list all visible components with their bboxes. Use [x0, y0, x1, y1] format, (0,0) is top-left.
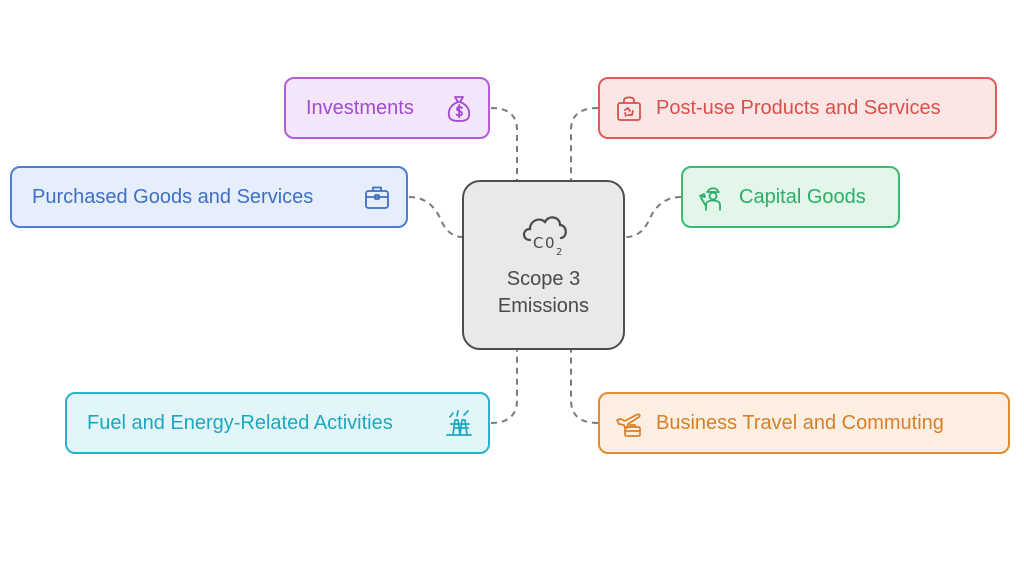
briefcase-icon — [365, 186, 389, 209]
node-purchased-goods: Purchased Goods and Services — [10, 166, 408, 228]
node-label-business-travel: Business Travel and Commuting — [656, 411, 944, 434]
node-label-capital-goods: Capital Goods — [739, 185, 866, 208]
center-title-line1: Scope 3 — [506, 268, 581, 290]
node-post-use-products: Post-use Products and Services — [598, 77, 997, 139]
recycle-bag-icon — [617, 96, 641, 121]
node-investments: Investments — [284, 77, 490, 139]
node-label-purchased-goods: Purchased Goods and Services — [32, 185, 314, 208]
svg-text:0: 0 — [545, 234, 555, 252]
connector-fuel — [490, 350, 518, 424]
node-label-post-use-products: Post-use Products and Services — [656, 96, 941, 119]
connector-capital — [625, 196, 682, 238]
power-tower-icon — [446, 410, 472, 436]
plane-suitcase-icon — [616, 413, 641, 437]
node-label-fuel-energy: Fuel and Energy-Related Activities — [87, 411, 393, 434]
node-label-investments: Investments — [306, 96, 414, 119]
center-title-line2: Emissions — [497, 295, 590, 317]
connector-travel — [570, 350, 599, 424]
worker-icon — [699, 187, 721, 211]
cloud-co2-icon: C 0 2 — [522, 216, 567, 258]
node-business-travel: Business Travel and Commuting — [598, 392, 1010, 454]
node-capital-goods: Capital Goods — [681, 166, 900, 228]
center-node: C 0 2 Scope 3 Emissions — [462, 180, 625, 350]
connector-purchased — [408, 196, 463, 238]
money-bag-icon — [447, 96, 471, 122]
node-fuel-energy: Fuel and Energy-Related Activities — [65, 392, 490, 454]
connector-investments — [490, 107, 518, 180]
connector-postuse — [570, 107, 599, 180]
svg-text:C: C — [533, 234, 543, 252]
svg-text:2: 2 — [556, 247, 562, 258]
